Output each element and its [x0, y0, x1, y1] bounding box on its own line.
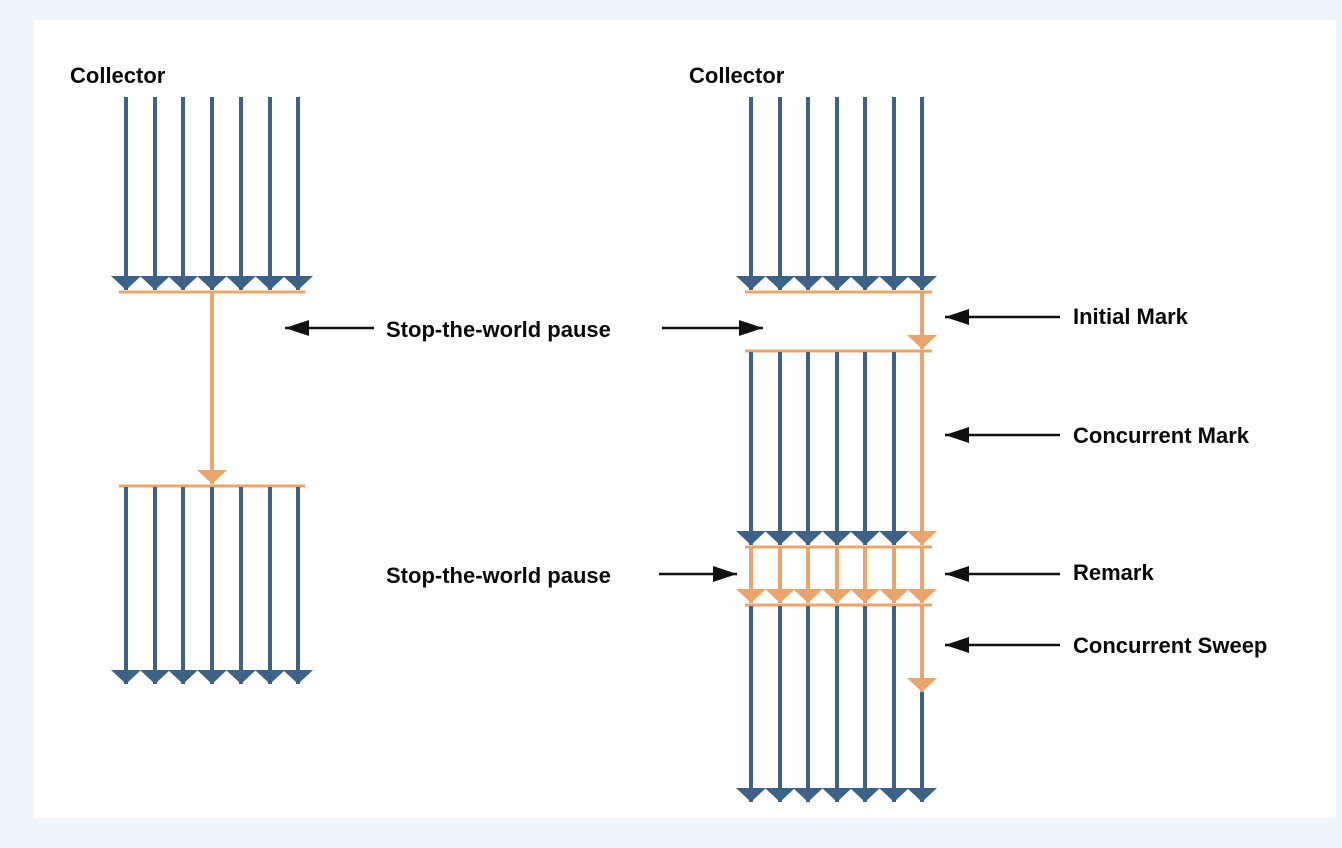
left-diagram: Collector [70, 63, 313, 684]
left-thread-group-after-pause [111, 487, 313, 684]
right-thread-group-phase-1 [736, 97, 937, 290]
pause-label-bottom-group: Stop-the-world pause [386, 563, 737, 588]
right-thread-group-concurrent-mark [736, 352, 909, 545]
phase-label-remark: Remark [1073, 560, 1154, 585]
phase-labels: Initial Mark Concurrent Mark Remark Conc… [945, 304, 1267, 658]
pause-label-top: Stop-the-world pause [386, 317, 611, 342]
phase-label-concurrent-mark: Concurrent Mark [1073, 423, 1250, 448]
left-collector-title: Collector [70, 63, 166, 88]
right-diagram: Collector [689, 63, 937, 802]
right-thread-group-final [736, 606, 937, 802]
left-thread-group-before-pause [111, 97, 313, 290]
pause-label-top-group: Stop-the-world pause [285, 317, 763, 342]
right-collector-title: Collector [689, 63, 785, 88]
phase-label-concurrent-sweep: Concurrent Sweep [1073, 633, 1267, 658]
pause-label-bottom: Stop-the-world pause [386, 563, 611, 588]
right-remark-gc-threads [736, 548, 937, 603]
phase-label-initial-mark: Initial Mark [1073, 304, 1189, 329]
diagram-panel [34, 20, 1336, 818]
